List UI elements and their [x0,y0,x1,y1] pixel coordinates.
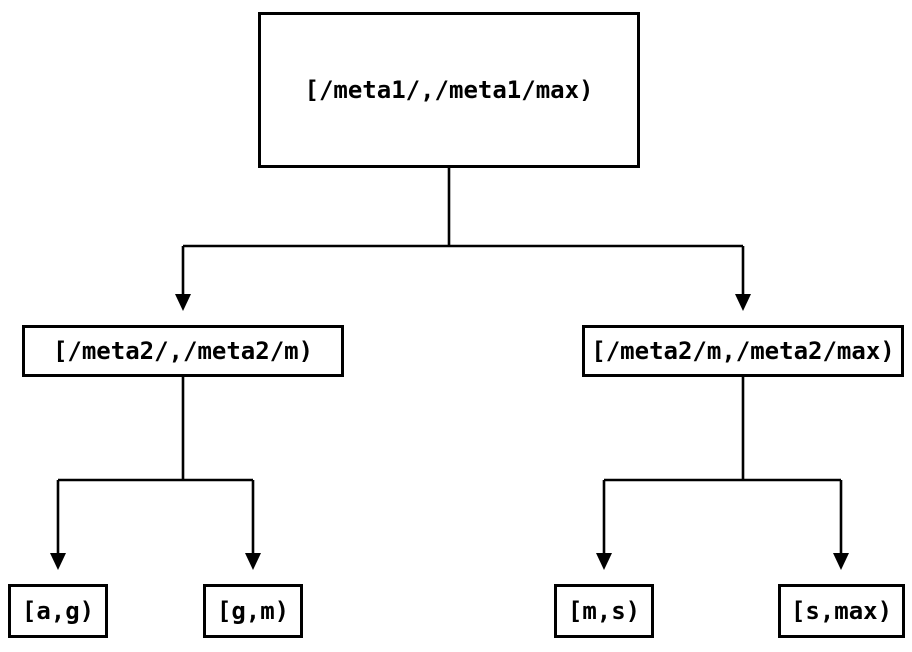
node-meta2-high-range: [/meta2/m,/meta2/max) [582,325,904,377]
node-leaf-a-g: [a,g) [8,584,108,638]
edge-root-to-level2 [181,168,745,296]
edge-meta2high-to-leaves [602,377,843,555]
edge-meta2low-to-leaves [56,377,255,555]
arrowhead-down-icon [50,553,261,570]
arrowhead-down-icon [175,294,751,311]
node-leaf-s-max: [s,max) [778,584,905,638]
arrowhead-down-icon [596,553,849,570]
node-leaf-m-s: [m,s) [554,584,654,638]
node-leaf-g-m: [g,m) [203,584,303,638]
node-meta2-low-range: [/meta2/,/meta2/m) [22,325,344,377]
node-meta1-range: [/meta1/,/meta1/max) [258,12,640,168]
